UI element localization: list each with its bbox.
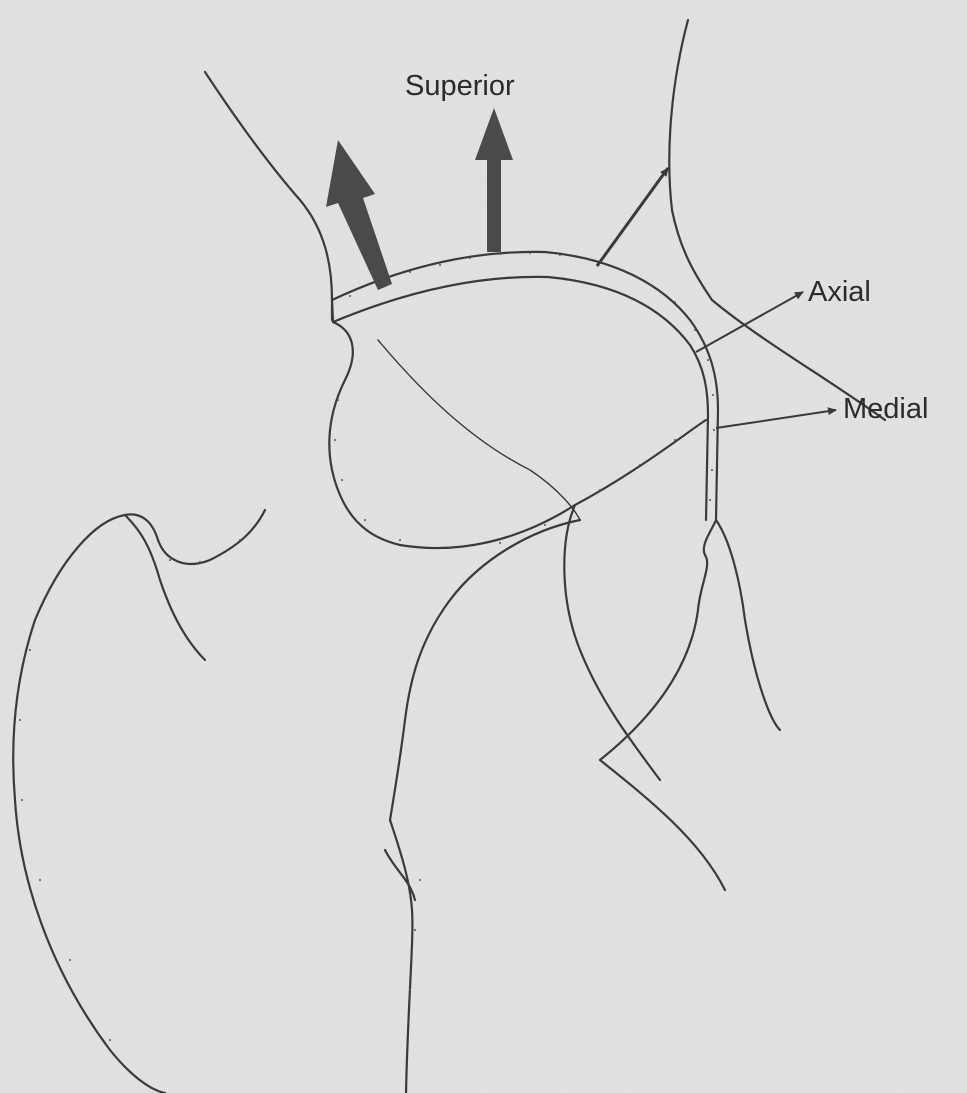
superior-label: Superior [405,72,515,101]
axial-label: Axial [808,278,871,307]
joint-line-left-cap [332,300,333,322]
medial-label: Medial [843,395,928,424]
